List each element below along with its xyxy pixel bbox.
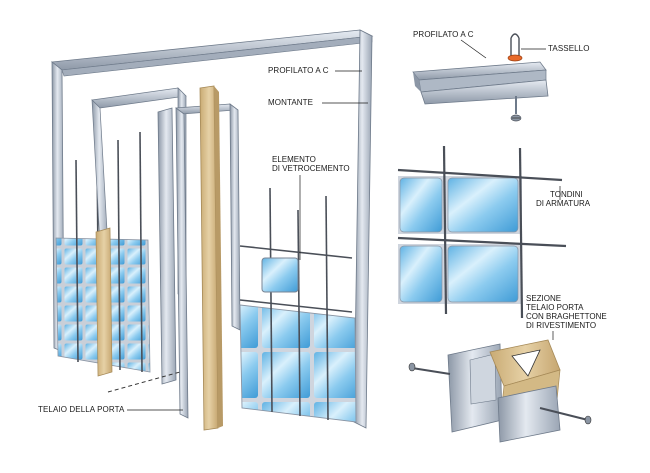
top-c-profile	[50, 29, 374, 71]
label-elemento-line1: ELEMENTO	[272, 155, 316, 164]
screw-right	[584, 415, 592, 425]
inner-steel-jamb	[157, 107, 177, 385]
main-structure-drawing	[50, 29, 374, 431]
main-leader-lines	[127, 70, 368, 411]
label-tondini-line2: DI ARMATURA	[536, 199, 591, 208]
label-sezione-line3: CON BRAGHETTONE	[526, 312, 607, 321]
label-montante: MONTANTE	[268, 98, 314, 107]
label-profilato-main: PROFILATO A C	[268, 66, 329, 75]
section-detail	[408, 339, 592, 443]
rebar-glass-detail	[397, 145, 567, 319]
label-elemento-line2: DI VETROCEMENTO	[272, 164, 350, 173]
label-sezione-line4: DI RIVESTIMENTO	[526, 321, 597, 330]
screw-left	[408, 362, 416, 372]
label-tassello: TASSELLO	[548, 44, 590, 53]
tassello-plug	[507, 54, 523, 62]
label-sezione-line2: TELAIO PORTA	[526, 303, 584, 312]
montante-upright	[353, 29, 373, 429]
left-wood-casing	[95, 227, 113, 377]
label-sezione-line1: SEZIONE	[526, 294, 562, 303]
label-tondini-line1: TONDINI	[550, 190, 583, 199]
glass-block-element	[261, 257, 299, 293]
label-elemento: ELEMENTO DI VETROCEMENTO	[272, 155, 350, 173]
label-profilato-detail: PROFILATO A C	[413, 30, 474, 39]
label-sezione: SEZIONE TELAIO PORTA CON BRAGHETTONE DI …	[526, 294, 607, 330]
label-telaio: TELAIO DELLA PORTA	[38, 405, 125, 414]
right-glass-wall	[239, 304, 357, 423]
c-profile-detail	[412, 33, 549, 122]
label-tondini: TONDINI DI ARMATURA	[536, 190, 590, 208]
